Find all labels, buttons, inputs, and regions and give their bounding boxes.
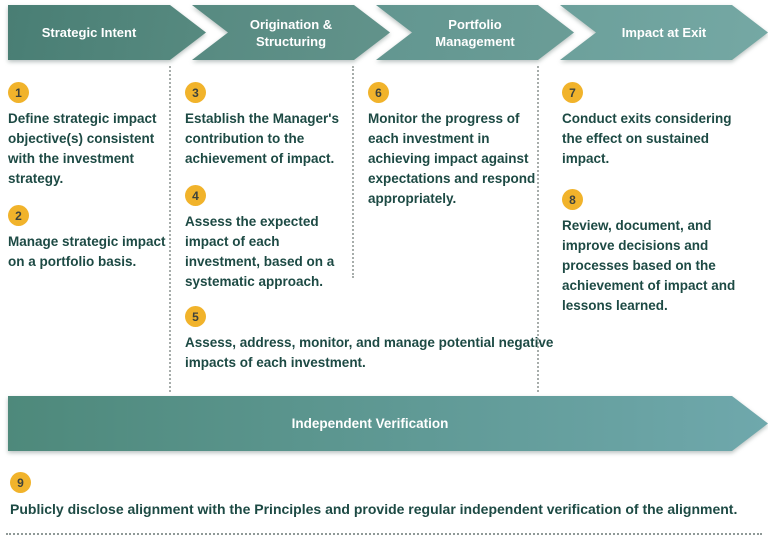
step-9: 9 Publicly disclose alignment with the P… — [10, 472, 762, 519]
step-number-badge: 8 — [562, 189, 583, 210]
column-impact-at-exit: 7 Conduct exits considering the effect o… — [562, 82, 740, 316]
independent-verification-banner: Independent Verification — [8, 396, 768, 451]
column-portfolio-management: 6 Monitor the progress of each investmen… — [368, 82, 540, 209]
column-strategic-intent: 1 Define strategic impact objective(s) c… — [8, 82, 168, 272]
step-number-badge: 4 — [185, 185, 206, 206]
step-number-badge: 7 — [562, 82, 583, 103]
phase-chevron-impact-at-exit: Impact at Exit — [560, 5, 768, 60]
step-text: Define strategic impact objective(s) con… — [8, 111, 157, 186]
banner-arrow-shape: Independent Verification — [8, 396, 768, 451]
step-number-badge: 2 — [8, 205, 29, 226]
step-5-wide: 5 Assess, address, monitor, and manage p… — [185, 306, 555, 373]
phase-label: Portfolio Management — [435, 16, 515, 49]
step-number-badge: 5 — [185, 306, 206, 327]
step-number-badge: 3 — [185, 82, 206, 103]
step-text: Monitor the progress of each investment … — [368, 111, 536, 206]
phase-label: Strategic Intent — [41, 25, 137, 40]
chevron-shape: Strategic Intent — [8, 5, 206, 60]
step-text: Review, document, and improve decisions … — [562, 218, 736, 313]
column-divider — [169, 66, 171, 392]
phase-label: Origination & Structuring — [249, 16, 333, 49]
phase-chevron-origination-structuring: Origination & Structuring — [192, 5, 390, 60]
chevron-shape: Impact at Exit — [560, 5, 768, 60]
bottom-dotted-rule — [6, 533, 762, 535]
step-text: Assess the expected impact of each inves… — [185, 214, 335, 289]
phase-label: Impact at Exit — [621, 25, 707, 40]
column-divider — [537, 66, 539, 392]
step-text: Establish the Manager's contribution to … — [185, 111, 340, 166]
step-number-badge: 1 — [8, 82, 29, 103]
chevron-shape: Origination & Structuring — [192, 5, 390, 60]
chevron-shape: Portfolio Management — [376, 5, 574, 60]
step-text: Manage strategic impact on a portfolio b… — [8, 234, 166, 269]
step-text: Conduct exits considering the effect on … — [562, 111, 732, 166]
column-divider — [352, 66, 354, 278]
step-text: Publicly disclose alignment with the Pri… — [10, 501, 738, 517]
step-number-badge: 9 — [10, 472, 31, 493]
phase-chevron-strategic-intent: Strategic Intent — [8, 5, 206, 60]
step-number-badge: 6 — [368, 82, 389, 103]
column-origination-structuring: 3 Establish the Manager's contribution t… — [185, 82, 349, 292]
banner-label: Independent Verification — [291, 416, 449, 431]
phase-chevron-portfolio-management: Portfolio Management — [376, 5, 574, 60]
step-text: Assess, address, monitor, and manage pot… — [185, 335, 554, 370]
